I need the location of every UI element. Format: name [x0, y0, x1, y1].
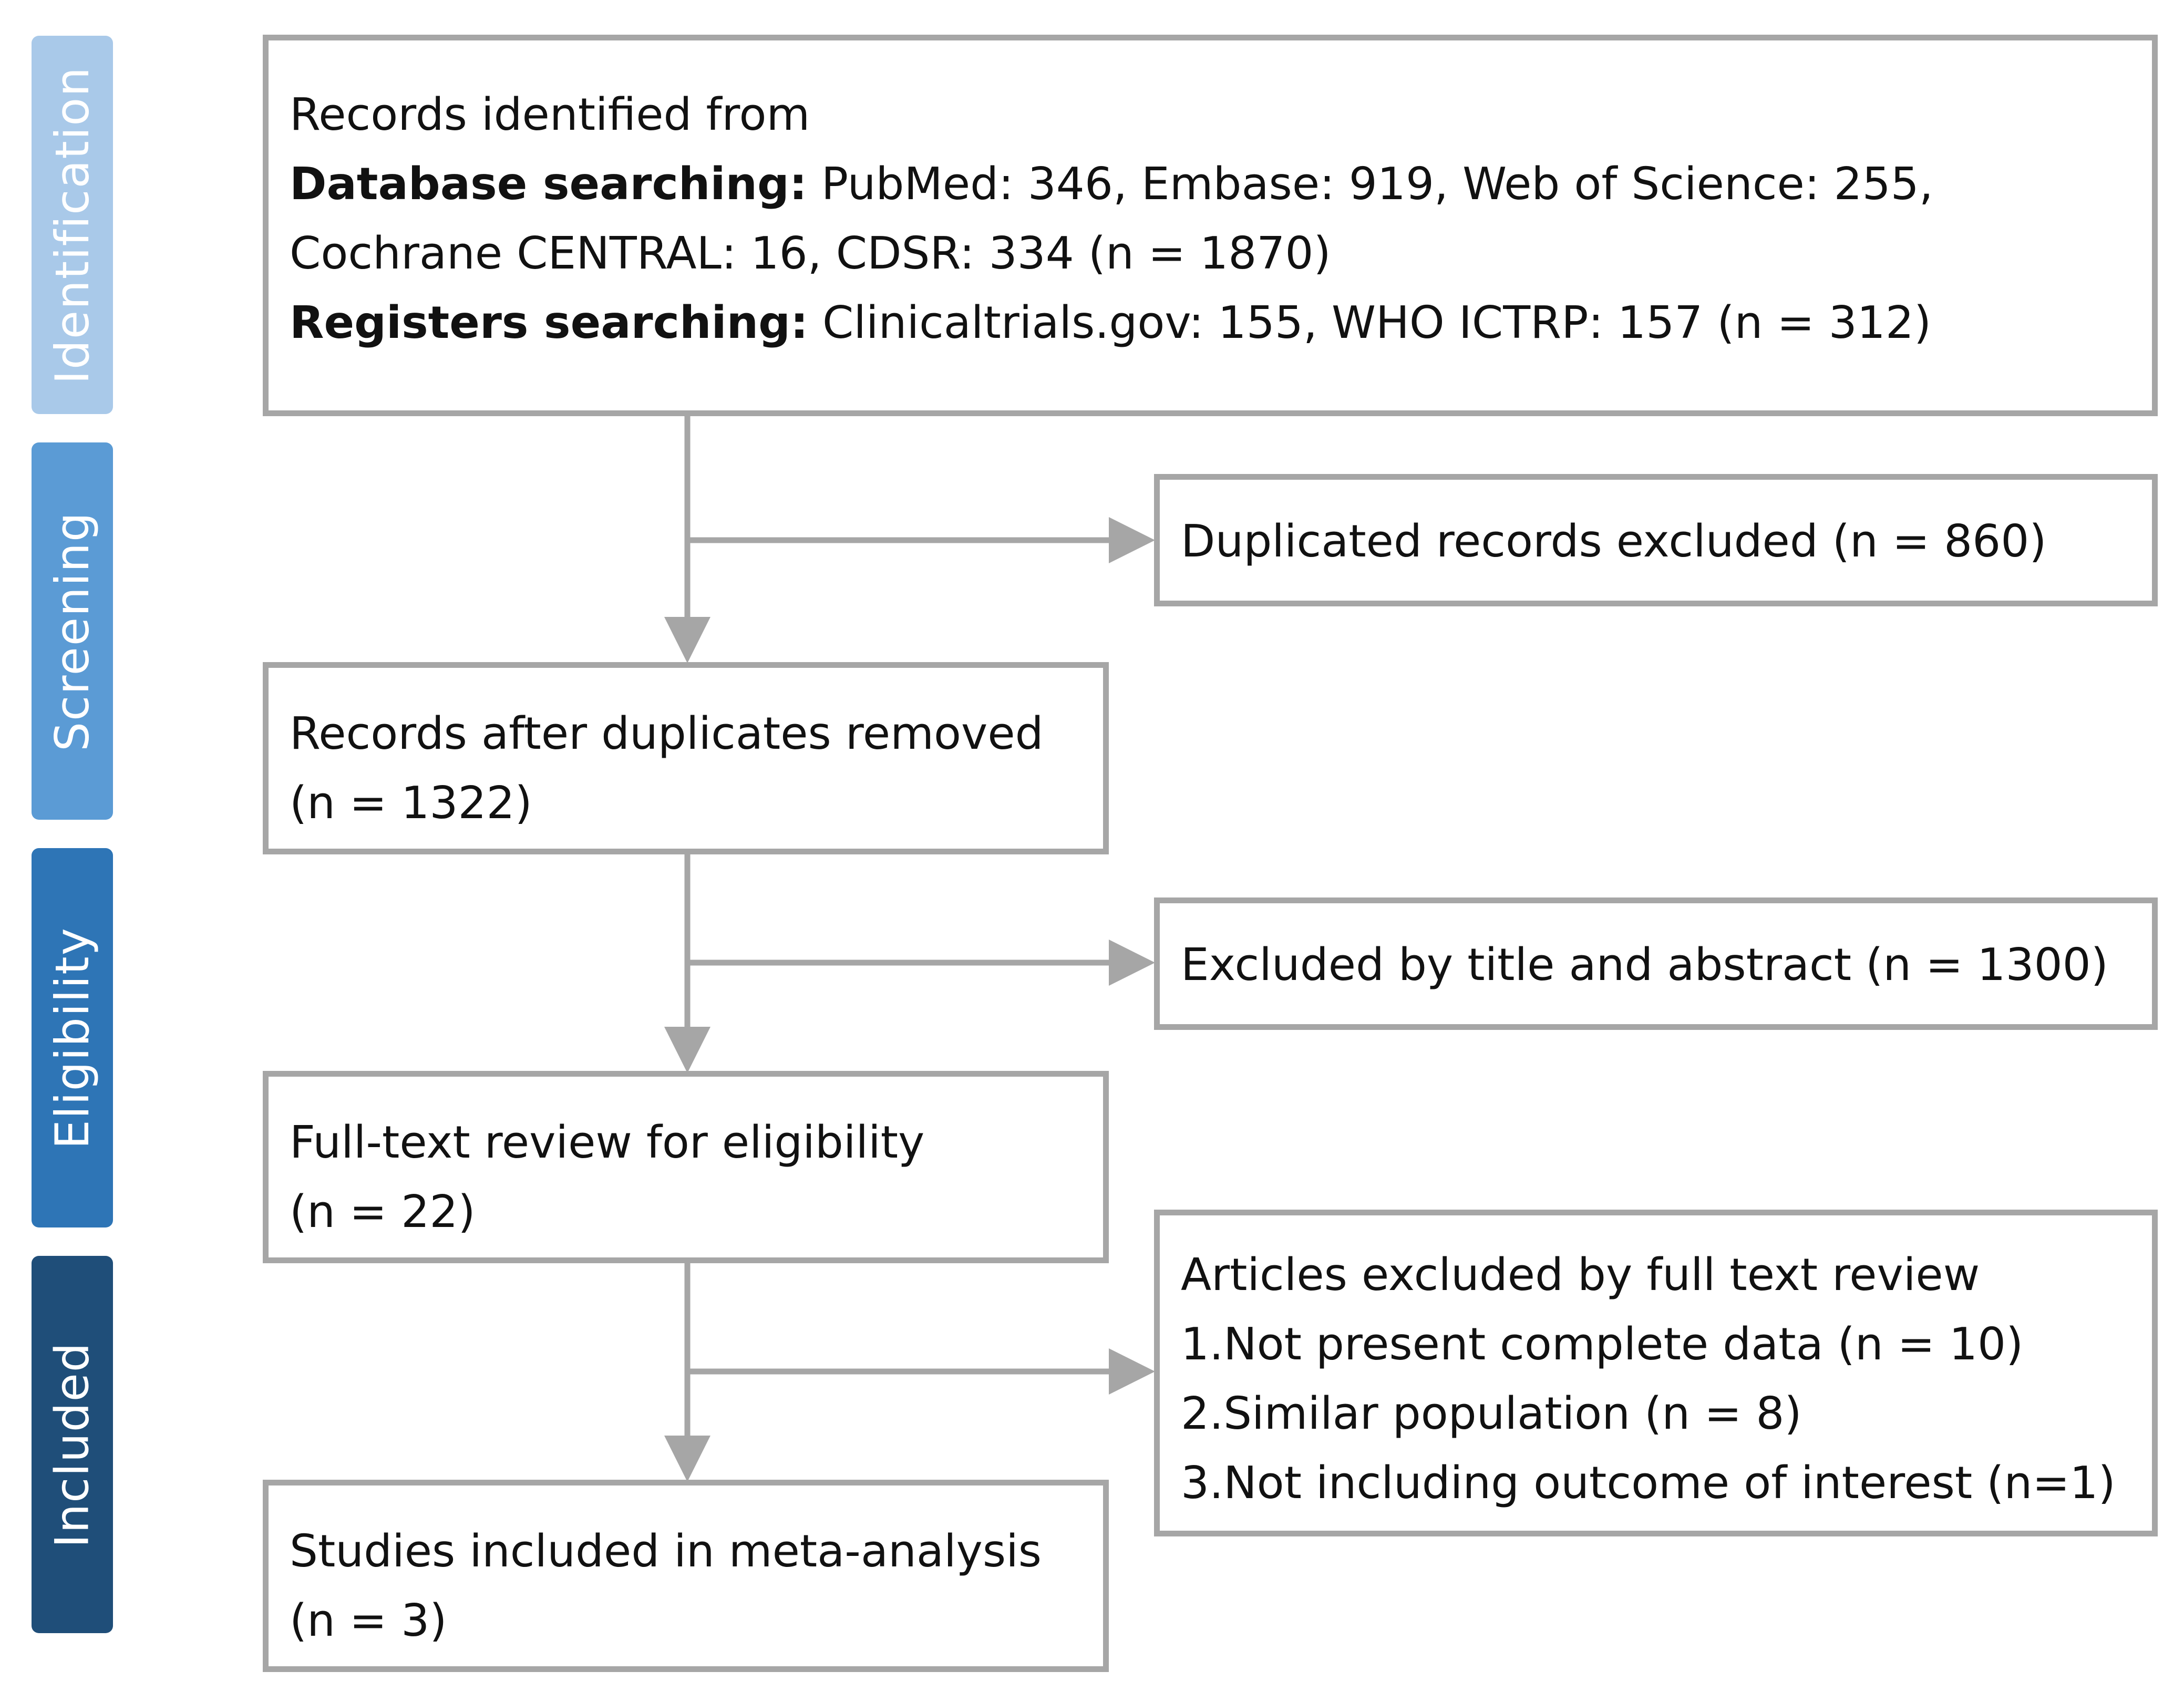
records-identified-box: Records identified from Database searchi…	[263, 35, 2158, 416]
title-abstract-excluded-box: Excluded by title and abstract (n = 1300…	[1154, 897, 2158, 1030]
fulltext-excluded-reason: 1.Not present complete data (n = 10)	[1181, 1318, 2024, 1370]
studies-included-box: Studies included in meta-analysis (n = 3…	[263, 1480, 1109, 1672]
database-searching-text-2: Cochrane CENTRAL: 16, CDSR: 334 (n = 187…	[290, 228, 1331, 280]
stage-eligibility: Eligibility	[32, 848, 113, 1227]
database-searching-text: PubMed: 346, Embase: 919, Web of Science…	[821, 158, 1933, 210]
fulltext-excluded-title: Articles excluded by full text review	[1181, 1249, 1980, 1301]
fulltext-excluded-box: Articles excluded by full text review 1.…	[1154, 1210, 2158, 1536]
title-abstract-excluded-text: Excluded by title and abstract (n = 1300…	[1181, 939, 2108, 991]
stage-screening: Screening	[32, 442, 113, 820]
fulltext-review-box: Full-text review for eligibility (n = 22…	[263, 1071, 1109, 1263]
records-after-duplicates-label: Records after duplicates removed	[290, 708, 1044, 760]
registers-searching-line: Registers searching: Clinicaltrials.gov:…	[290, 288, 2131, 358]
database-searching-label: Database searching:	[290, 158, 807, 210]
fulltext-review-label: Full-text review for eligibility	[290, 1117, 925, 1169]
records-after-duplicates-box: Records after duplicates removed (n = 13…	[263, 662, 1109, 854]
stage-identification: Identification	[32, 36, 113, 414]
fulltext-excluded-reason: 3.Not including outcome of interest (n=1…	[1181, 1457, 2116, 1509]
studies-included-count: (n = 3)	[290, 1595, 447, 1647]
studies-included-label: Studies included in meta-analysis	[290, 1525, 1042, 1577]
database-searching-line: Database searching: PubMed: 346, Embase:…	[290, 150, 2131, 219]
duplicates-excluded-box: Duplicated records excluded (n = 860)	[1154, 474, 2158, 606]
records-identified-title: Records identified from	[290, 89, 810, 141]
duplicates-excluded-text: Duplicated records excluded (n = 860)	[1181, 515, 2047, 568]
stage-included: Included	[32, 1256, 113, 1633]
fulltext-review-count: (n = 22)	[290, 1186, 476, 1238]
registers-searching-label: Registers searching:	[290, 297, 808, 349]
registers-searching-text: Clinicaltrials.gov: 155, WHO ICTRP: 157 …	[822, 297, 1932, 349]
fulltext-excluded-reason: 2.Similar population (n = 8)	[1181, 1388, 1802, 1440]
records-after-duplicates-count: (n = 1322)	[290, 777, 532, 829]
